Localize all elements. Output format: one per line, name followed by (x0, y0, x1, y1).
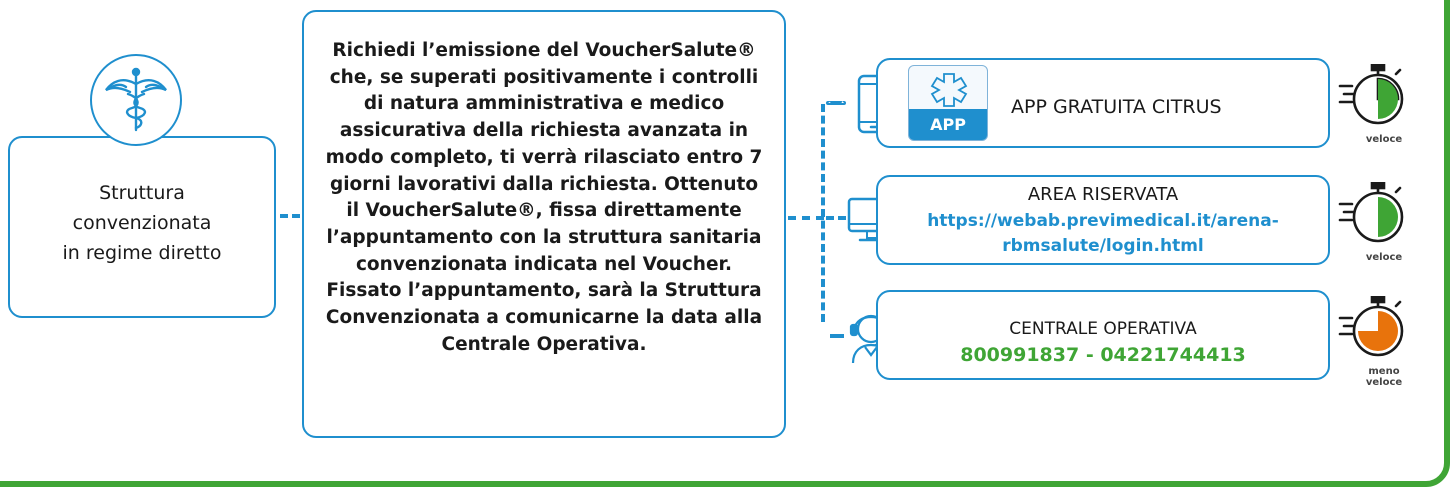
area-login-link[interactable]: https://webab.previmedical.it/arena- rbm… (927, 211, 1279, 256)
connector-to-centrale (830, 334, 844, 338)
stopwatch-slow-icon (1338, 295, 1414, 368)
structure-box: Struttura convenzionata in regime dirett… (8, 136, 276, 318)
speed-label-area: veloce (1365, 252, 1403, 263)
speed-label-app: veloce (1365, 134, 1403, 145)
channel-app-title: APP GRATUITA CITRUS (1011, 96, 1222, 118)
channel-area-title: AREA RISERVATA (1027, 184, 1179, 205)
stopwatch-fast-icon (1338, 63, 1414, 136)
connector-to-app (826, 101, 846, 105)
connector-vertical-line (821, 104, 825, 322)
channel-area-box: AREA RISERVATA https://webab.previmedica… (876, 175, 1330, 265)
app-badge-icon: APP (908, 65, 988, 141)
voucher-process-box: Richiedi l’emissione del VoucherSalute® … (302, 10, 786, 438)
caduceus-icon (90, 54, 182, 146)
structure-label: Struttura convenzionata in regime dirett… (62, 182, 222, 264)
channel-centrale-box: CENTRALE OPERATIVA 800991837 - 042217444… (876, 290, 1330, 380)
stopwatch-fast-icon (1338, 181, 1414, 254)
speed-label-centrale: meno veloce (1365, 366, 1403, 388)
centrale-phone-numbers: 800991837 - 04221744413 (960, 344, 1246, 366)
channel-app-box: APP APP GRATUITA CITRUS (876, 58, 1330, 148)
connector-left-center (280, 214, 300, 218)
connector-center-channels (788, 216, 824, 220)
voucher-process-text: Richiedi l’emissione del VoucherSalute® … (325, 40, 763, 355)
channel-centrale-title: CENTRALE OPERATIVA (1009, 319, 1197, 339)
connector-to-area (826, 216, 846, 220)
